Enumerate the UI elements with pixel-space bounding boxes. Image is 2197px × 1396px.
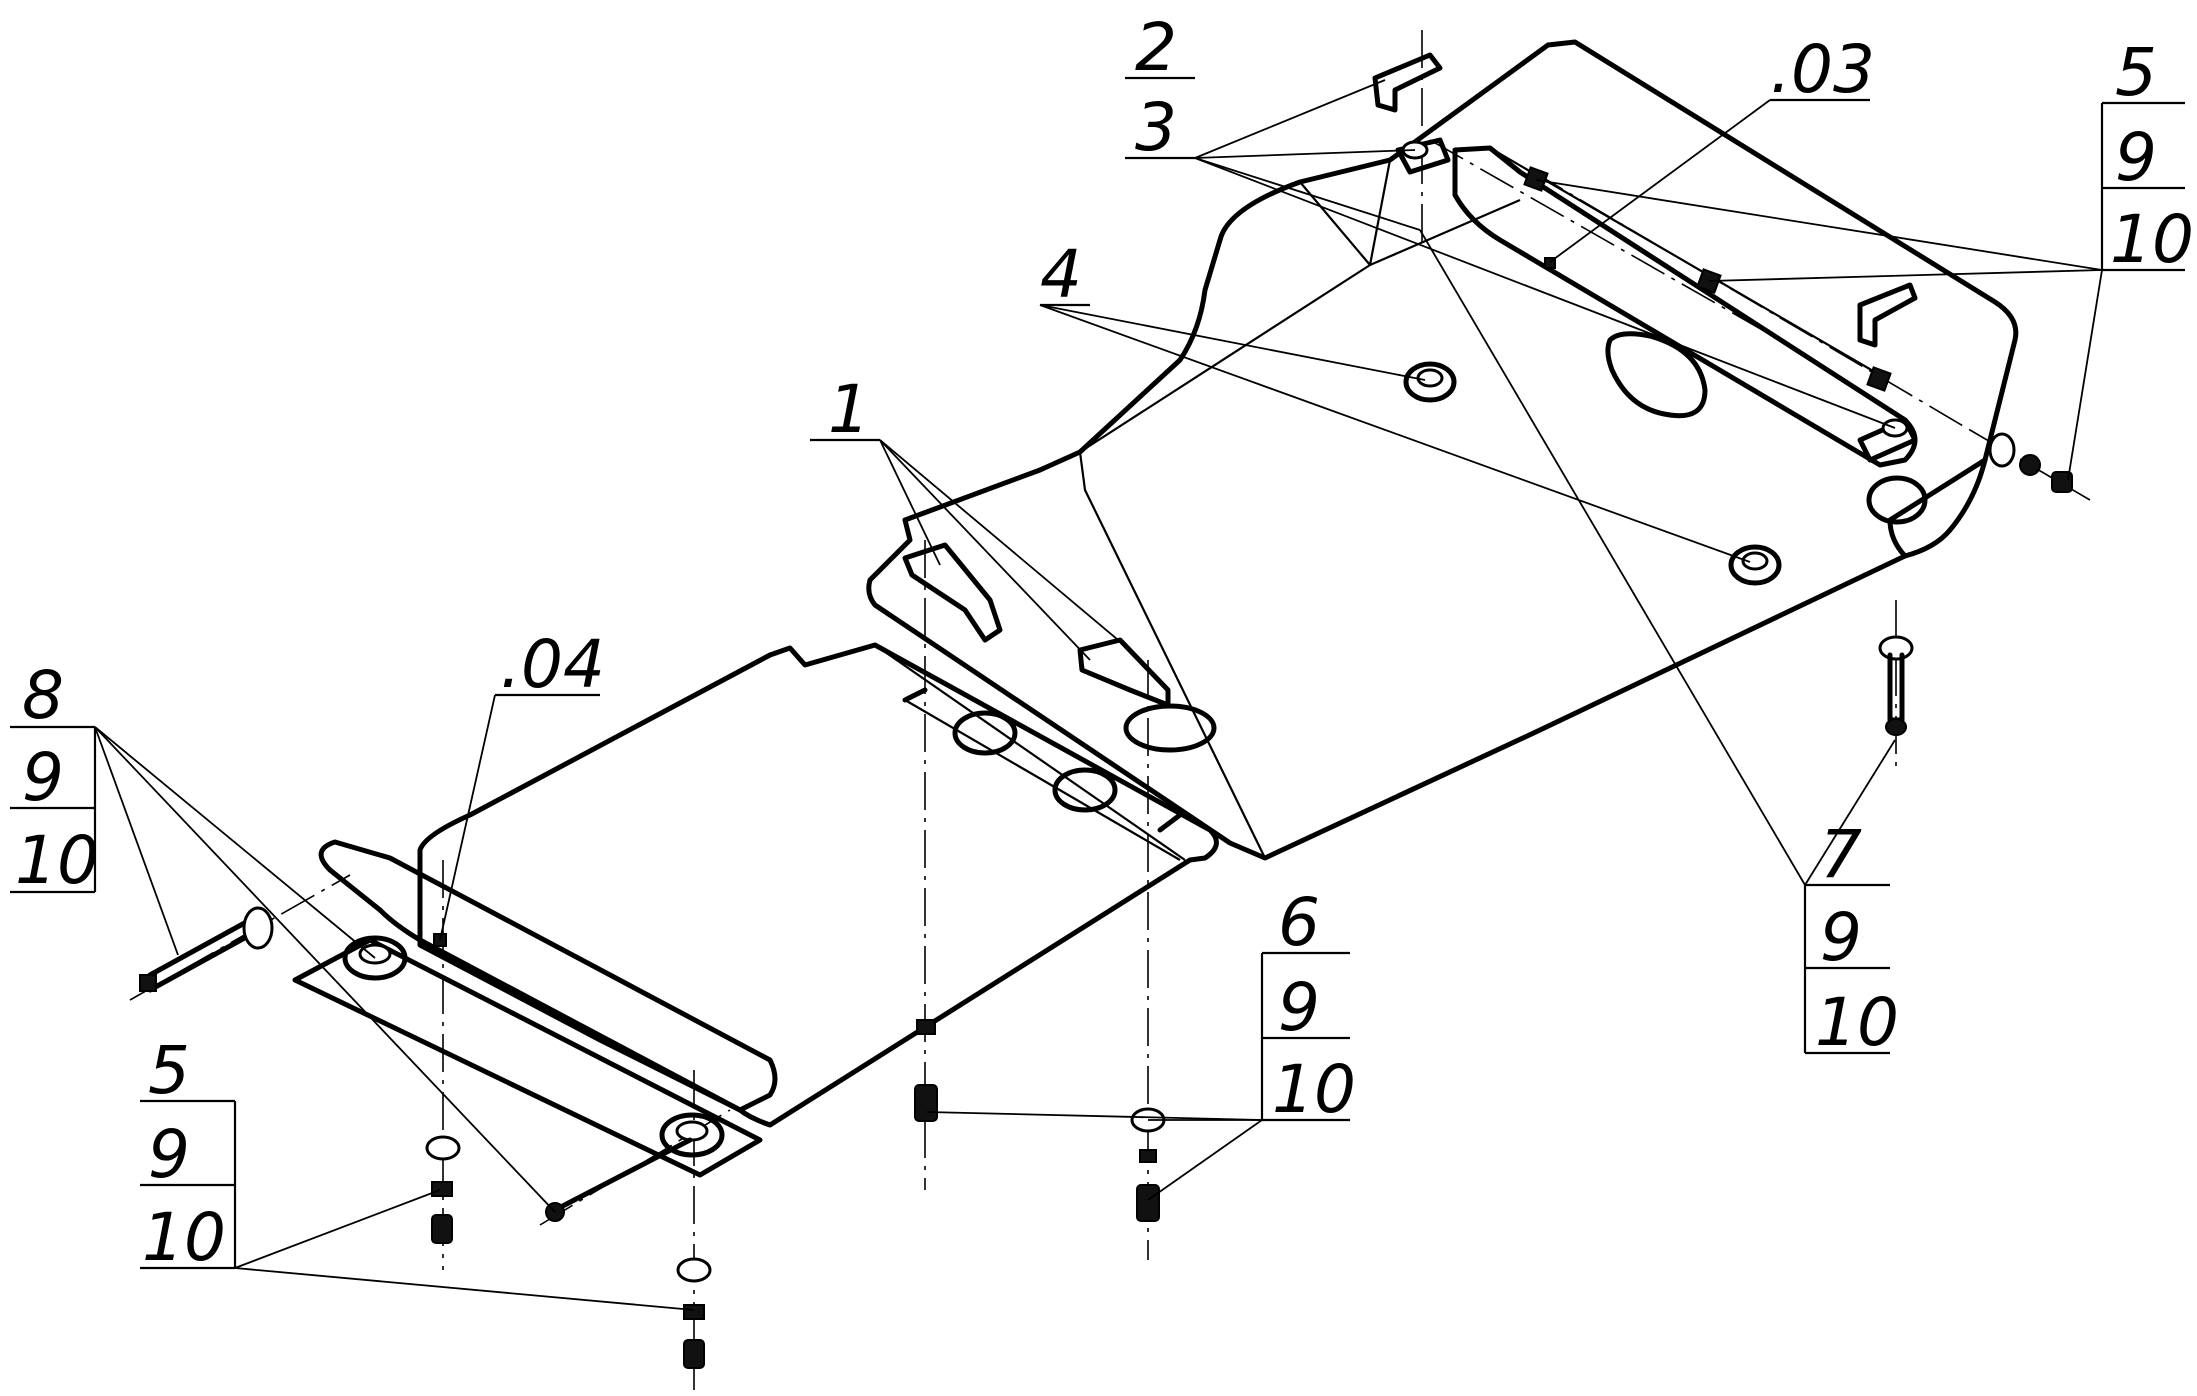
- callout-7-9-10: 7 9 10: [1803, 816, 1899, 1061]
- center-lines: [129, 30, 2091, 1390]
- callout-1-text: 1: [828, 371, 870, 448]
- callout-8-line2: 9: [22, 739, 64, 816]
- callout-6-9-10: 6 9 10: [1260, 884, 1356, 1128]
- callout-5-right-line1: 5: [2115, 34, 2157, 111]
- callout-5-left-line1: 5: [148, 1032, 190, 1109]
- callout-03-text: .03: [1770, 31, 1875, 108]
- callout-7-line3: 10: [1815, 984, 1899, 1061]
- leader-lines: [94, 79, 2103, 1311]
- callout-2-3-line2: 3: [1135, 89, 1177, 166]
- callout-6-line1: 6: [1278, 884, 1320, 961]
- callout-8-line1: 8: [22, 657, 64, 734]
- callout-6-line2: 9: [1278, 969, 1320, 1046]
- callout-5-right-line2: 9: [2115, 119, 2157, 196]
- callout-1: 1: [810, 371, 880, 448]
- callout-4-text: 4: [1040, 236, 1082, 313]
- callout-7-line2: 9: [1820, 899, 1862, 976]
- callout-4: 4: [1040, 236, 1090, 313]
- callout-8-line3: 10: [15, 822, 99, 899]
- callout-03: .03: [1770, 31, 1875, 108]
- callout-04-text: .04: [500, 626, 605, 703]
- callout-2-3-line1: 2: [1135, 9, 1177, 86]
- callout-2-3: 2 3: [1125, 9, 1195, 166]
- brackets-1: [902, 542, 1171, 708]
- skid-plate-front: [292, 642, 1219, 1178]
- brackets-2-3: [1372, 52, 1918, 463]
- callout-5-right-line3: 10: [2110, 201, 2194, 278]
- callout-8-9-10: 8 9 10: [10, 657, 99, 899]
- callout-7-line1: 7: [1820, 816, 1862, 893]
- callout-5-left-line3: 10: [142, 1199, 226, 1276]
- hardware: [139, 432, 2073, 1369]
- callout-5-9-10-right: 5 9 10: [2100, 34, 2194, 278]
- callout-6-line3: 10: [1272, 1051, 1356, 1128]
- callout-5-9-10-left: 5 9 10: [140, 1032, 237, 1276]
- callout-04: .04: [495, 626, 605, 703]
- callout-5-left-line2: 9: [148, 1116, 190, 1193]
